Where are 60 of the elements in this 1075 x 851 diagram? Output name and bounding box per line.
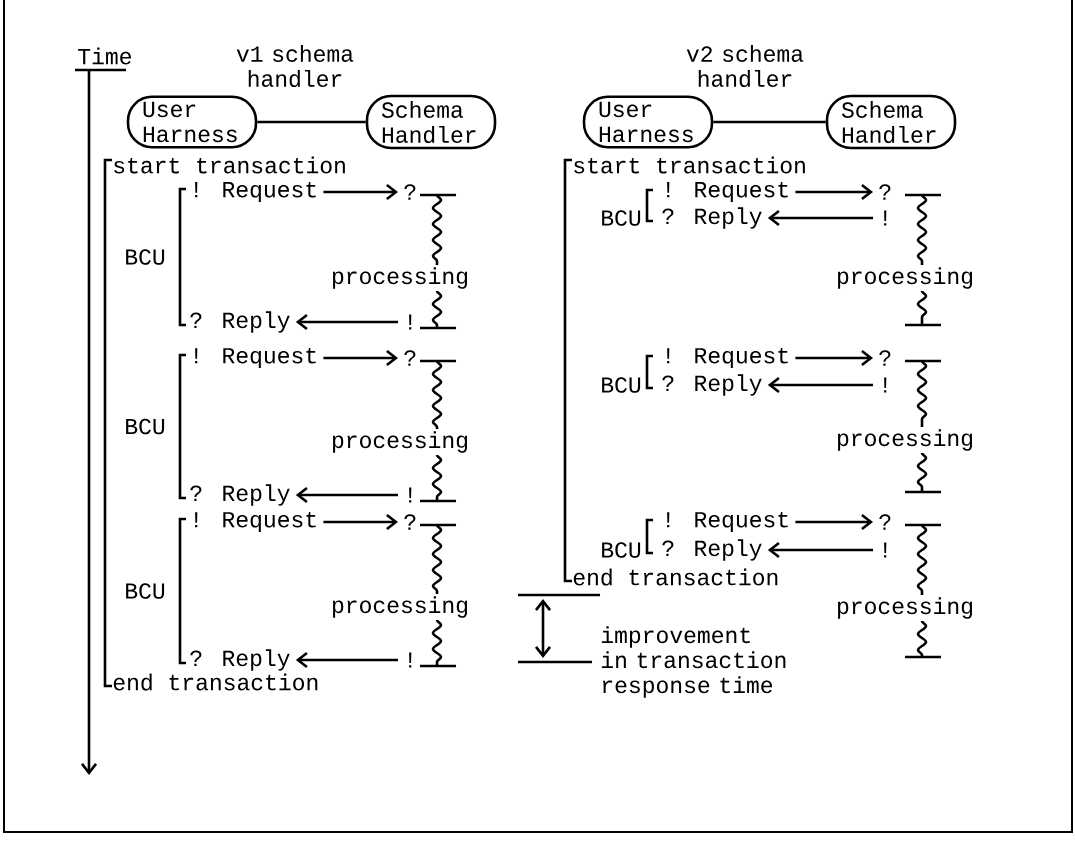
message-label: ! Request (195, 181, 316, 203)
transaction-label: start transaction (114, 156, 345, 174)
message-arrow (323, 183, 398, 201)
message-arrow (767, 209, 873, 227)
processing-label: processing (838, 597, 973, 619)
message-arrow (295, 314, 398, 331)
symbol-label: ! (884, 542, 887, 558)
column-heading: v1 schema handler (236, 45, 354, 87)
message-arrow (767, 376, 873, 394)
message-label: ! Request (195, 347, 316, 369)
transaction-label: end transaction (113, 673, 318, 691)
symbol-label: ? (404, 350, 416, 366)
symbol-label: ! (409, 487, 412, 503)
symbol-label: ! (884, 210, 887, 226)
axis-label: Time (78, 47, 131, 65)
processing-label: processing (333, 596, 468, 618)
message-arrow (795, 349, 873, 367)
bcu-label: BCU (126, 418, 165, 435)
bcu-label: BCU (126, 583, 165, 599)
actor-box: Schema Handler (825, 94, 957, 150)
symbol-label: ? (879, 184, 891, 200)
processing-label: processing (838, 429, 973, 451)
message-arrow (295, 487, 398, 504)
message-arrow (795, 183, 873, 201)
message-label: ! Request (667, 181, 788, 203)
message-label: ? Reply (190, 649, 290, 671)
symbol-label: ? (404, 514, 416, 530)
message-label: ? Reply (662, 374, 762, 396)
message-label: ? Reply (662, 207, 762, 229)
connector-line (713, 120, 826, 124)
processing-label: processing (838, 267, 973, 289)
message-arrow (795, 514, 873, 531)
bcu-label: BCU (602, 542, 641, 558)
message-label: ? Reply (190, 484, 290, 506)
actor-box: Schema Handler (365, 94, 497, 150)
message-arrow (295, 652, 398, 669)
column-heading: v2 schema handler (686, 45, 804, 87)
processing-label: processing (333, 431, 468, 453)
symbol-label: ? (404, 184, 416, 200)
symbol-label: ! (409, 314, 412, 330)
message-arrow (323, 514, 398, 531)
bcu-label: BCU (126, 249, 165, 265)
annotation-text: improvement in transaction response time (601, 626, 786, 698)
processing-label: processing (333, 267, 468, 289)
message-label: ! Request (195, 511, 316, 533)
message-arrow (767, 542, 873, 559)
message-label: ! Request (667, 511, 788, 533)
symbol-label: ! (884, 377, 887, 393)
symbol-label: ? (879, 514, 891, 530)
message-label: ? Reply (662, 539, 762, 561)
symbol-label: ! (409, 652, 412, 668)
bcu-label: BCU (602, 210, 641, 226)
symbol-label: ? (879, 350, 891, 366)
bcu-label: BCU (602, 377, 641, 393)
connector-line (257, 120, 366, 124)
message-arrow (323, 349, 398, 367)
transaction-label: end transaction (573, 568, 778, 586)
message-label: ! Request (667, 347, 788, 369)
message-label: ? Reply (190, 311, 290, 333)
transaction-label: start transaction (574, 156, 805, 174)
